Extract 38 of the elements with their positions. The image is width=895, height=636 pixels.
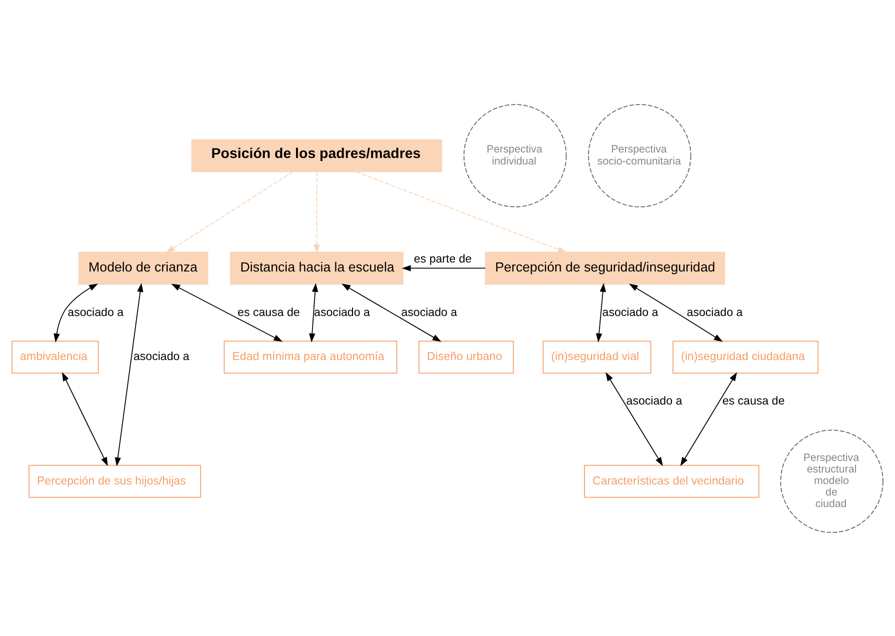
arrow — [402, 264, 486, 271]
edge-label: es parte de — [414, 252, 472, 265]
node-box: Características del vecindario — [584, 464, 760, 498]
edge-label: es causa de — [722, 395, 785, 408]
edge-label: asociado a — [68, 306, 124, 318]
node-box: Percepción de sus hijos/hijas — [28, 464, 202, 498]
arrow — [114, 282, 144, 466]
node-box: Posición de los padres/madres — [191, 138, 442, 172]
arrow — [356, 170, 567, 252]
node-circle: Perspectiva individual — [464, 104, 567, 207]
arrow — [54, 283, 98, 342]
node-box: (in)seguridad ciudadana — [672, 340, 818, 374]
arrow — [628, 283, 723, 342]
node-box: Modelo de crianza — [78, 251, 208, 284]
node-box: Edad mínima para autonomía — [224, 340, 398, 374]
arrow — [314, 170, 320, 253]
node-box: Diseño urbano — [418, 340, 514, 374]
edge-label: es causa de — [238, 306, 300, 318]
node-box: Percepción de seguridad/inseguridad — [484, 251, 726, 284]
edge-label: asociado a — [133, 350, 190, 363]
arrow — [171, 283, 283, 342]
node-box: (in)seguridad vial — [542, 340, 652, 374]
node-circle: Perspectiva estructural modelo de ciudad — [780, 429, 884, 532]
edge-label: asociado a — [686, 306, 743, 318]
arrow — [342, 283, 442, 342]
arrow — [62, 372, 108, 466]
edge-label: asociado a — [314, 306, 370, 318]
arrow — [166, 170, 294, 252]
edge-label: asociado a — [401, 306, 458, 318]
arrow — [596, 282, 606, 342]
node-box: ambivalencia — [12, 340, 99, 374]
node-circle: Perspectiva socio-comunitaria — [588, 104, 692, 207]
arrow — [309, 282, 318, 342]
edge-label: asociado a — [626, 395, 682, 408]
arrow — [606, 372, 663, 466]
edge-label: asociado a — [602, 306, 658, 318]
node-box: Distancia hacia la escuela — [230, 251, 404, 284]
arrow — [680, 372, 737, 466]
